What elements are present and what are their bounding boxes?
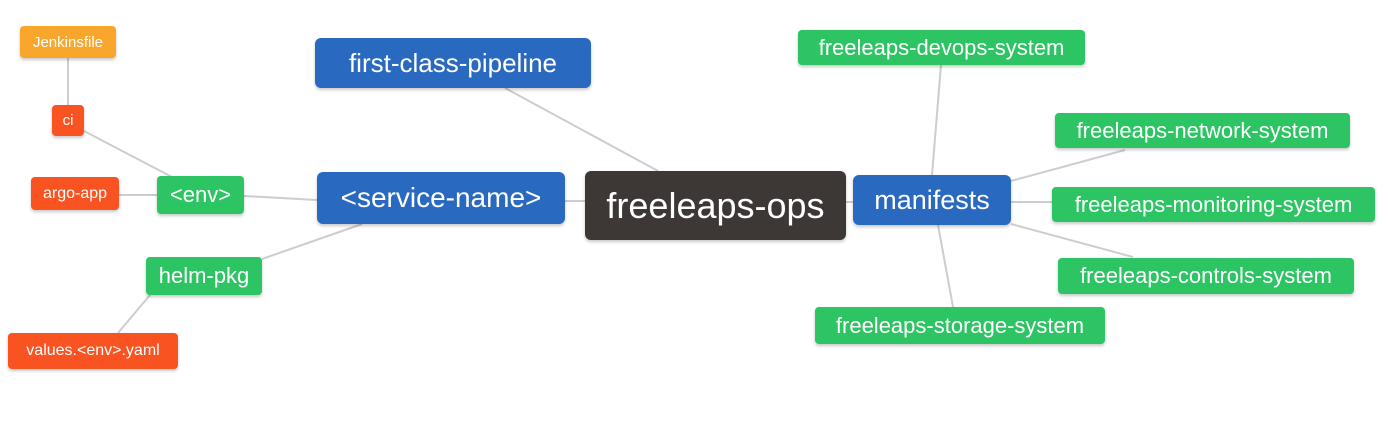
node-freeleaps-monitoring-system[interactable]: freeleaps-monitoring-system (1052, 187, 1375, 222)
edge-ci-to-env (83, 130, 173, 178)
edge-manifests-to-freeleaps-storage-system (937, 224, 954, 308)
edge-first-class-pipeline-to-freeleaps-ops (504, 87, 659, 172)
node-first-class-pipeline[interactable]: first-class-pipeline (315, 38, 591, 88)
node-service-name[interactable]: <service-name> (317, 172, 565, 224)
node-argo-app[interactable]: argo-app (31, 177, 119, 210)
node-freeleaps-devops-system[interactable]: freeleaps-devops-system (798, 30, 1085, 65)
edge-env-to-service-name (243, 195, 318, 201)
node-ci[interactable]: ci (52, 105, 84, 136)
node-freeleaps-ops[interactable]: freeleaps-ops (585, 171, 846, 240)
node-helm-pkg[interactable]: helm-pkg (146, 257, 262, 295)
node-jenkinsfile[interactable]: Jenkinsfile (20, 26, 116, 58)
node-freeleaps-network-system[interactable]: freeleaps-network-system (1055, 113, 1350, 148)
edge-helm-pkg-to-service-name (261, 223, 363, 260)
node-values-env-yaml[interactable]: values.<env>.yaml (8, 333, 178, 369)
node-manifests[interactable]: manifests (853, 175, 1011, 225)
edge-manifests-to-freeleaps-devops-system (931, 64, 942, 176)
node-env[interactable]: <env> (157, 176, 244, 214)
edge-manifests-to-freeleaps-controls-system (1010, 223, 1134, 258)
edge-manifests-to-freeleaps-network-system (1010, 149, 1126, 182)
node-freeleaps-storage-system[interactable]: freeleaps-storage-system (815, 307, 1105, 344)
edge-helm-pkg-to-values-env-yaml (117, 294, 151, 334)
node-freeleaps-controls-system[interactable]: freeleaps-controls-system (1058, 258, 1354, 294)
